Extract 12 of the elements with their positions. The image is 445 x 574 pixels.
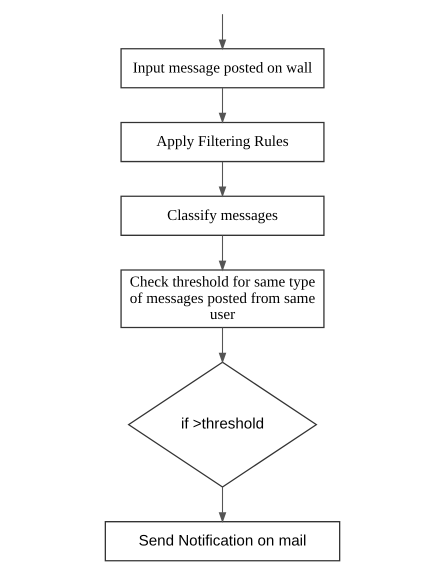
arrow (218, 14, 226, 50)
node-box: Check threshold for same type of messages posted from same user (120, 269, 325, 328)
node-diamond: if >threshold (128, 361, 318, 488)
node-box: Apply Filtering Rules (120, 122, 325, 162)
node-box: Classify messages (120, 196, 325, 236)
arrow (218, 487, 226, 524)
arrow (218, 162, 226, 198)
arrow (218, 88, 226, 124)
node-box: Send Notification on mail (104, 521, 340, 562)
node-box: Input message posted on wall (120, 48, 325, 88)
arrow (218, 236, 226, 272)
arrow (218, 328, 226, 364)
